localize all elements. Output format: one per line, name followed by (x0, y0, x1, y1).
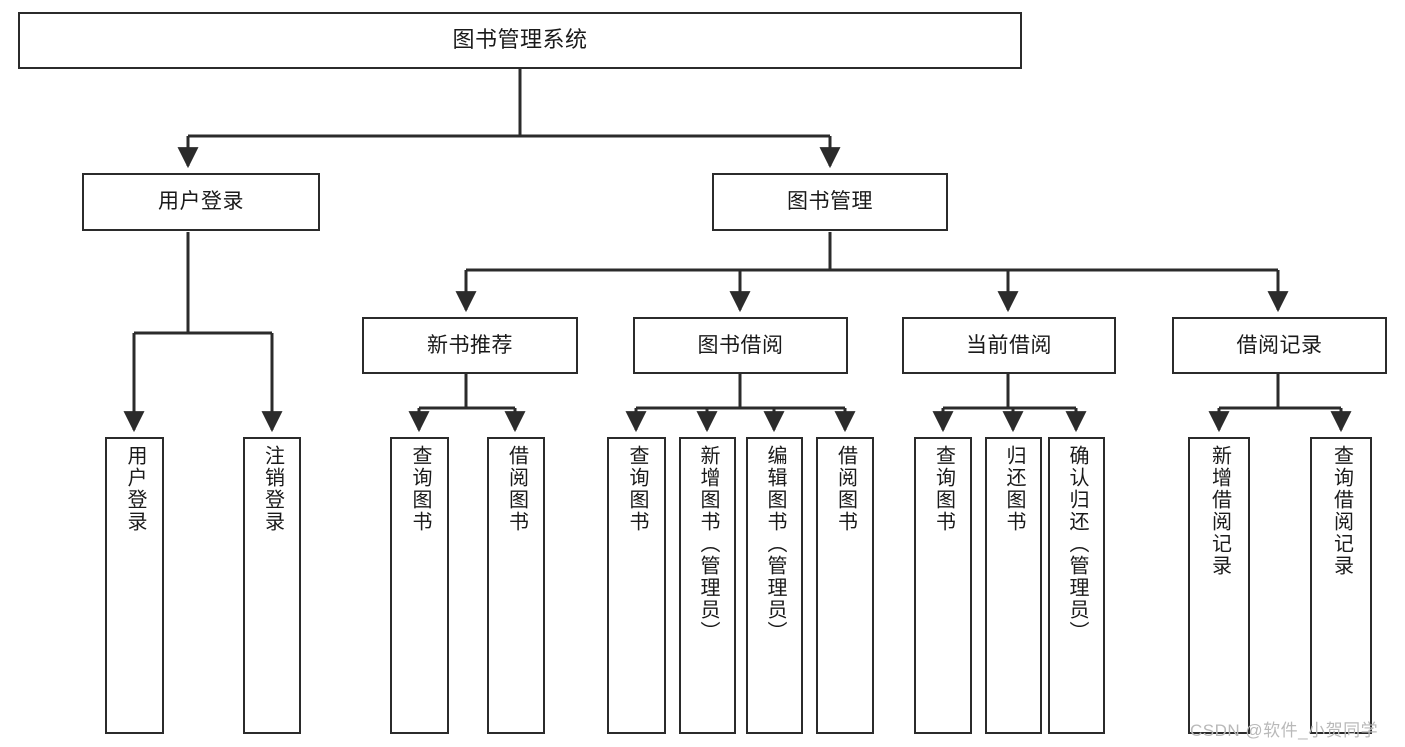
leaf-new-book-1[interactable]: 查询图书 (390, 437, 449, 734)
node-book-manage[interactable]: 图书管理 (712, 173, 948, 231)
node-book-borrow[interactable]: 图书借阅 (633, 317, 848, 374)
leaf-user-login-1[interactable]: 用户登录 (105, 437, 164, 734)
leaf-book-borrow-4-label: 借阅图书 (834, 445, 857, 533)
leaf-book-borrow-1-label: 查询图书 (626, 445, 648, 533)
leaf-new-book-2-label: 借阅图书 (505, 445, 528, 533)
node-root[interactable]: 图书管理系统 (18, 12, 1022, 69)
leaf-current-borrow-3[interactable]: 确认归还（管理员） (1048, 437, 1105, 734)
leaf-new-book-1-label: 查询图书 (409, 445, 431, 533)
leaf-borrow-record-2[interactable]: 查询借阅记录 (1310, 437, 1372, 734)
node-borrow-record[interactable]: 借阅记录 (1172, 317, 1387, 374)
node-user-login[interactable]: 用户登录 (82, 173, 320, 231)
node-book-borrow-label: 图书借阅 (697, 333, 784, 357)
leaf-book-borrow-4[interactable]: 借阅图书 (816, 437, 874, 734)
node-book-manage-label: 图书管理 (787, 190, 873, 214)
leaf-book-borrow-3-label: 编辑图书（管理员） (764, 445, 786, 643)
leaf-book-borrow-1[interactable]: 查询图书 (607, 437, 666, 734)
node-user-login-label: 用户登录 (158, 190, 244, 214)
leaf-user-login-2[interactable]: 注销登录 (243, 437, 301, 734)
node-root-label: 图书管理系统 (452, 27, 588, 53)
leaf-current-borrow-1[interactable]: 查询图书 (914, 437, 972, 734)
node-current-borrow[interactable]: 当前借阅 (902, 317, 1116, 374)
node-borrow-record-label: 借阅记录 (1236, 333, 1323, 357)
leaf-current-borrow-2[interactable]: 归还图书 (985, 437, 1042, 734)
leaf-user-login-1-label: 用户登录 (124, 445, 146, 533)
leaf-borrow-record-1[interactable]: 新增借阅记录 (1188, 437, 1250, 734)
leaf-current-borrow-2-label: 归还图书 (1003, 445, 1025, 533)
watermark-text: CSDN @软件_小贺同学 (1190, 721, 1379, 740)
node-new-book-recommend-label: 新书推荐 (427, 333, 513, 357)
node-new-book-recommend[interactable]: 新书推荐 (362, 317, 578, 374)
leaf-current-borrow-1-label: 查询图书 (932, 445, 955, 533)
node-current-borrow-label: 当前借阅 (966, 333, 1052, 357)
leaf-current-borrow-3-label: 确认归还（管理员） (1066, 445, 1088, 643)
leaf-book-borrow-3[interactable]: 编辑图书（管理员） (746, 437, 803, 734)
leaf-user-login-2-label: 注销登录 (261, 445, 284, 533)
leaf-borrow-record-1-label: 新增借阅记录 (1208, 445, 1231, 577)
leaf-book-borrow-2-label: 新增图书（管理员） (697, 445, 719, 643)
leaf-borrow-record-2-label: 查询借阅记录 (1330, 445, 1353, 577)
leaf-book-borrow-2[interactable]: 新增图书（管理员） (679, 437, 736, 734)
leaf-new-book-2[interactable]: 借阅图书 (487, 437, 545, 734)
